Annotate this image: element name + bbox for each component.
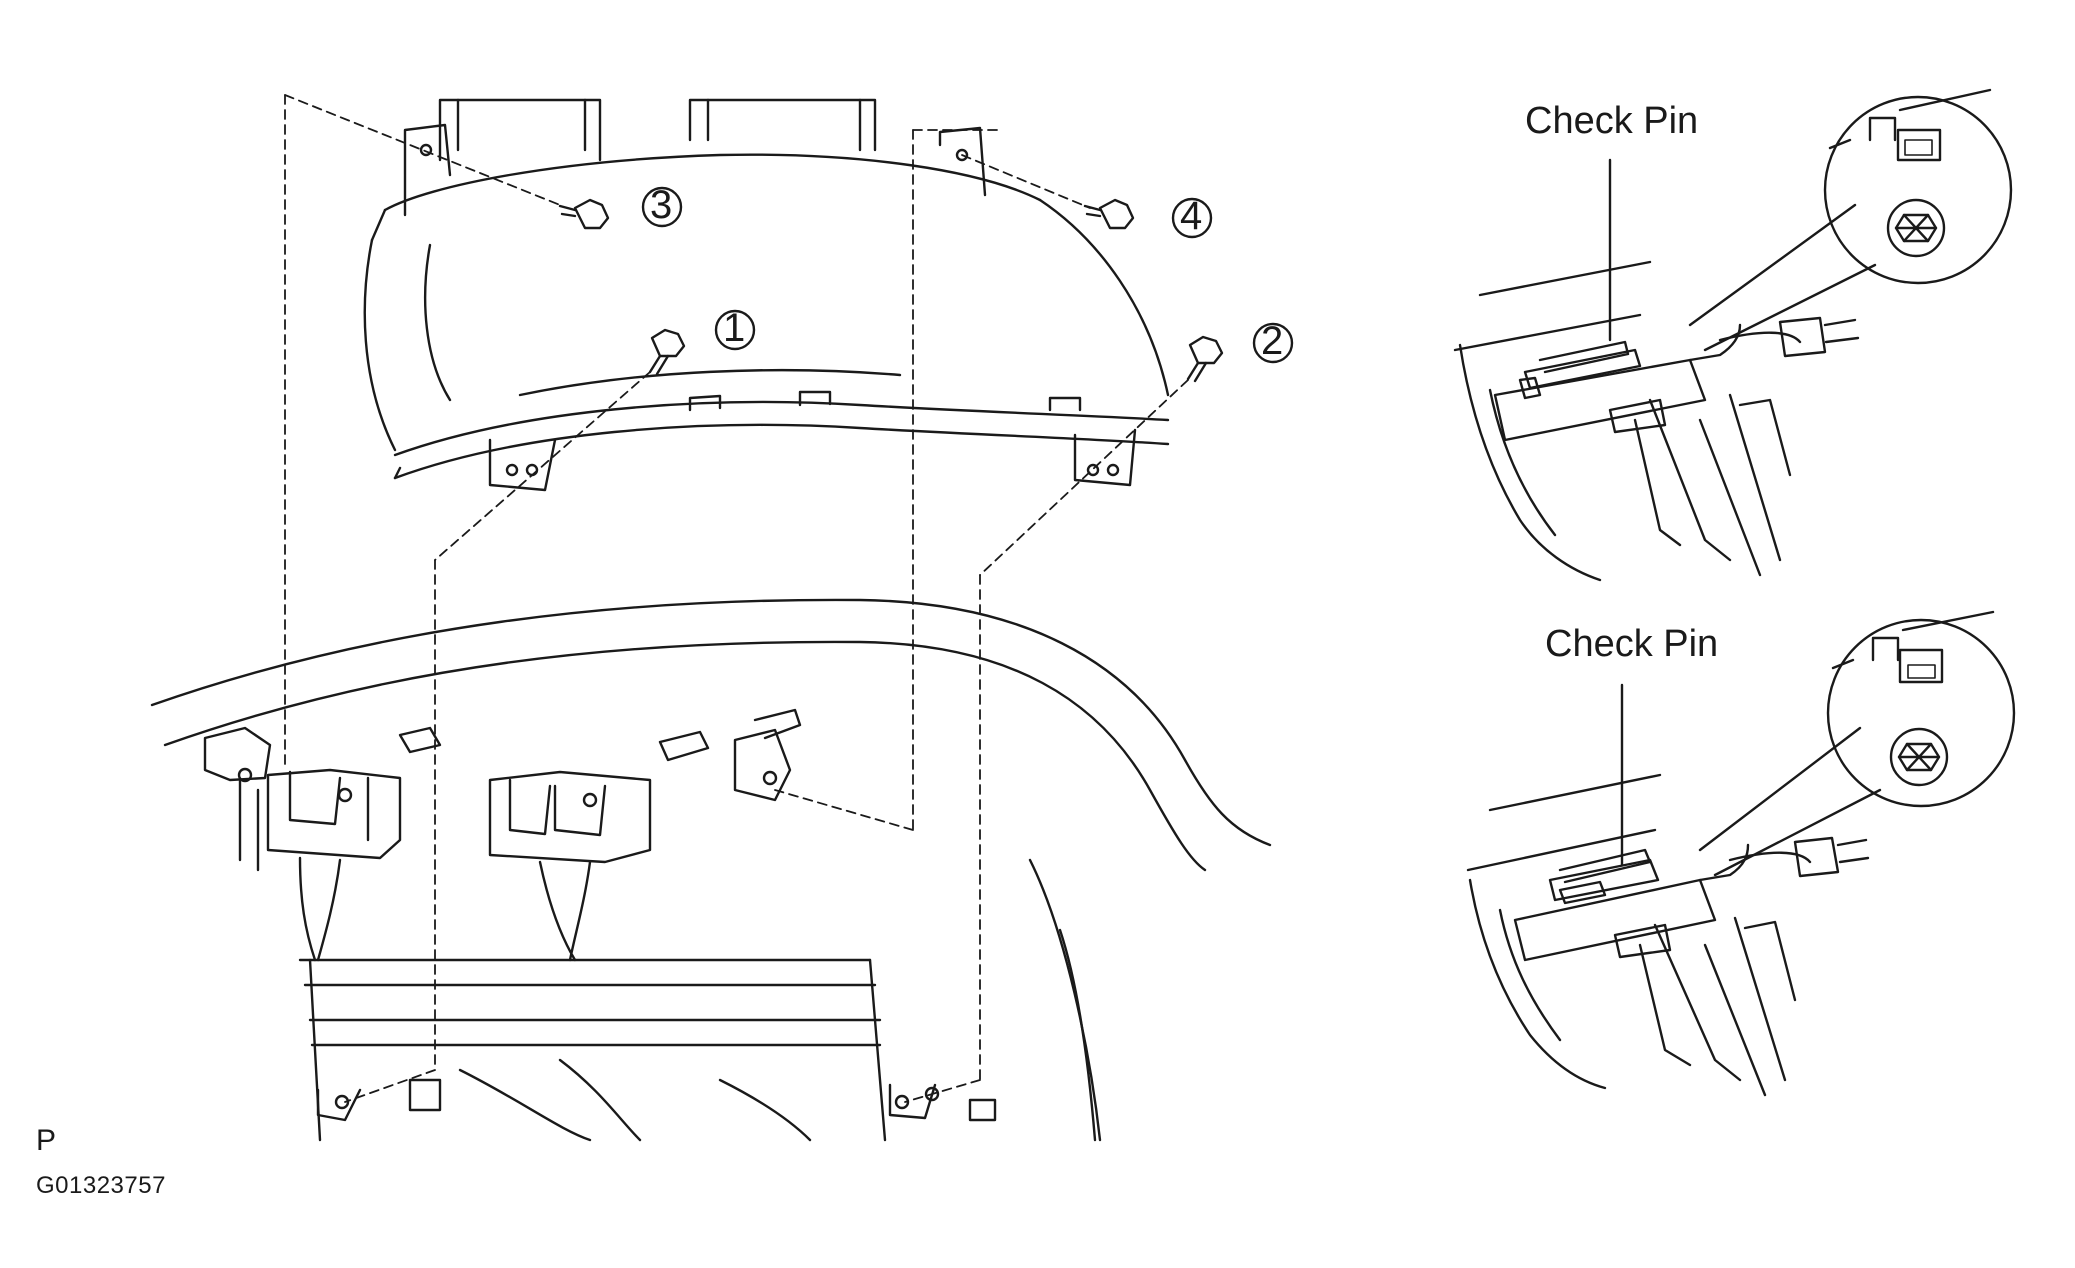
combination-meter-assembly [363, 98, 1170, 492]
callout-number-1: 1 [723, 306, 746, 350]
screw-3-icon [558, 198, 610, 230]
instrument-panel-brackets [203, 708, 802, 802]
check-pin-label-top: Check Pin [1525, 100, 1699, 142]
screw-4-icon [1083, 198, 1135, 230]
detail-magnifier-top [1823, 88, 2013, 285]
check-pin-top-icon [1518, 376, 1542, 400]
callout-number-4: 4 [1180, 194, 1203, 238]
callout-circle-1 [714, 309, 756, 351]
hex-screw-head-bottom-icon [1889, 727, 1949, 787]
figure-id: G01323757 [36, 1172, 166, 1199]
callout-number-3: 3 [650, 183, 673, 227]
instrument-panel-body [150, 598, 1272, 1142]
detail-magnifier-bottom [1826, 610, 2016, 808]
callout-circle-3 [641, 186, 683, 228]
detail-view-top [1453, 203, 1877, 582]
screw-1-icon [648, 328, 686, 376]
alignment-dashed-lines [284, 94, 1189, 1103]
check-pin-bottom-icon [1558, 880, 1607, 905]
callout-number-2: 2 [1261, 319, 1284, 363]
screw-2-icon [1186, 335, 1224, 383]
check-pin-label-bottom: Check Pin [1545, 623, 1719, 665]
corner-mark: P [36, 1124, 57, 1157]
callout-circle-4 [1171, 197, 1213, 239]
panel-connector-left [238, 768, 402, 962]
callout-circle-2 [1252, 322, 1294, 364]
detail-view-bottom [1466, 726, 1882, 1097]
hex-screw-head-icon [1886, 198, 1946, 258]
panel-connector-right [488, 770, 652, 962]
